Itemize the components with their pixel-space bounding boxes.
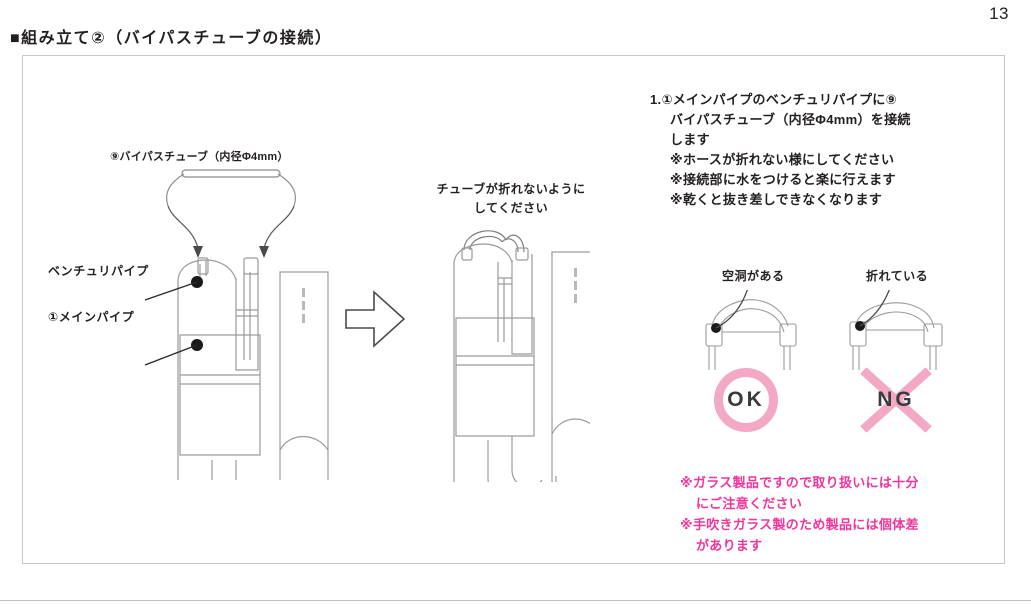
warning-line-2: にご注意ください — [696, 496, 803, 511]
leader-line-venturi — [144, 281, 198, 301]
left-assembly-diagram — [144, 169, 329, 480]
instruction-note-2: ※接続部に水をつけると楽に行えます — [670, 172, 896, 187]
section-heading: ■組み立て②（バイパスチューブの接続） — [10, 30, 333, 47]
ok-badge: OK — [714, 368, 778, 432]
bottom-rule — [0, 600, 1031, 601]
ok-tube-illustration — [705, 290, 797, 370]
warning-line-4: があります — [696, 538, 763, 553]
ok-badge-label: OK — [727, 388, 765, 411]
warning-line-1: ※ガラス製品ですので取り扱いには十分 — [680, 475, 919, 490]
label-cavity-ok: 空洞がある — [722, 269, 785, 283]
instruction-text-1: ①メインパイプのベンチュリパイプに⑨ — [661, 92, 897, 107]
middle-caption-line2: してください — [473, 201, 549, 215]
page-number: 13 — [989, 4, 1009, 23]
instruction-line-1: 1.①メインパイプのベンチュリパイプに⑨ — [650, 90, 980, 110]
middle-caption-line1: チューブが折れないように — [436, 182, 586, 196]
instruction-step-number: 1. — [650, 92, 662, 107]
instruction-note-1: ※ホースが折れない様にしてください — [670, 152, 895, 167]
label-venturi-pipe: ベンチュリパイプ — [48, 264, 149, 278]
leader-line-main-pipe — [144, 344, 198, 366]
instruction-line-2: バイパスチューブ（内径Φ4mm）を接続 — [670, 112, 911, 127]
ng-badge-label: NG — [877, 388, 915, 411]
label-kinked-ng: 折れている — [866, 269, 929, 283]
instruction-line-3: します — [670, 132, 710, 147]
arrow-down-icon-right — [259, 246, 269, 258]
warning-line-3: ※手吹きガラス製のため製品には個体差 — [680, 517, 919, 532]
instructions-block: 1.①メインパイプのベンチュリパイプに⑨ バイパスチューブ（内径Φ4mm）を接続… — [650, 90, 980, 210]
bypass-tube-part — [181, 169, 281, 178]
warnings-block: ※ガラス製品ですので取り扱いには十分 にご注意ください ※手吹きガラス製のため製… — [680, 472, 990, 556]
ng-tube-illustration — [849, 290, 943, 370]
leader-line-kink — [859, 290, 890, 327]
arrow-down-icon-left — [193, 246, 203, 258]
ng-badge: NG — [860, 366, 932, 434]
ok-circle-icon — [714, 368, 778, 432]
content-panel — [22, 55, 1005, 564]
middle-assembly-diagram — [453, 230, 590, 482]
middle-caption: チューブが折れないように してください — [416, 180, 606, 218]
arrow-right-icon — [345, 290, 406, 348]
instruction-note-3: ※乾くと抜き差しできなくなります — [670, 192, 883, 207]
label-bypass-tube: ⑨バイパスチューブ（内径Φ4mm） — [110, 151, 289, 163]
leader-line-cavity — [715, 290, 748, 329]
label-main-pipe: ①メインパイプ — [48, 310, 135, 324]
